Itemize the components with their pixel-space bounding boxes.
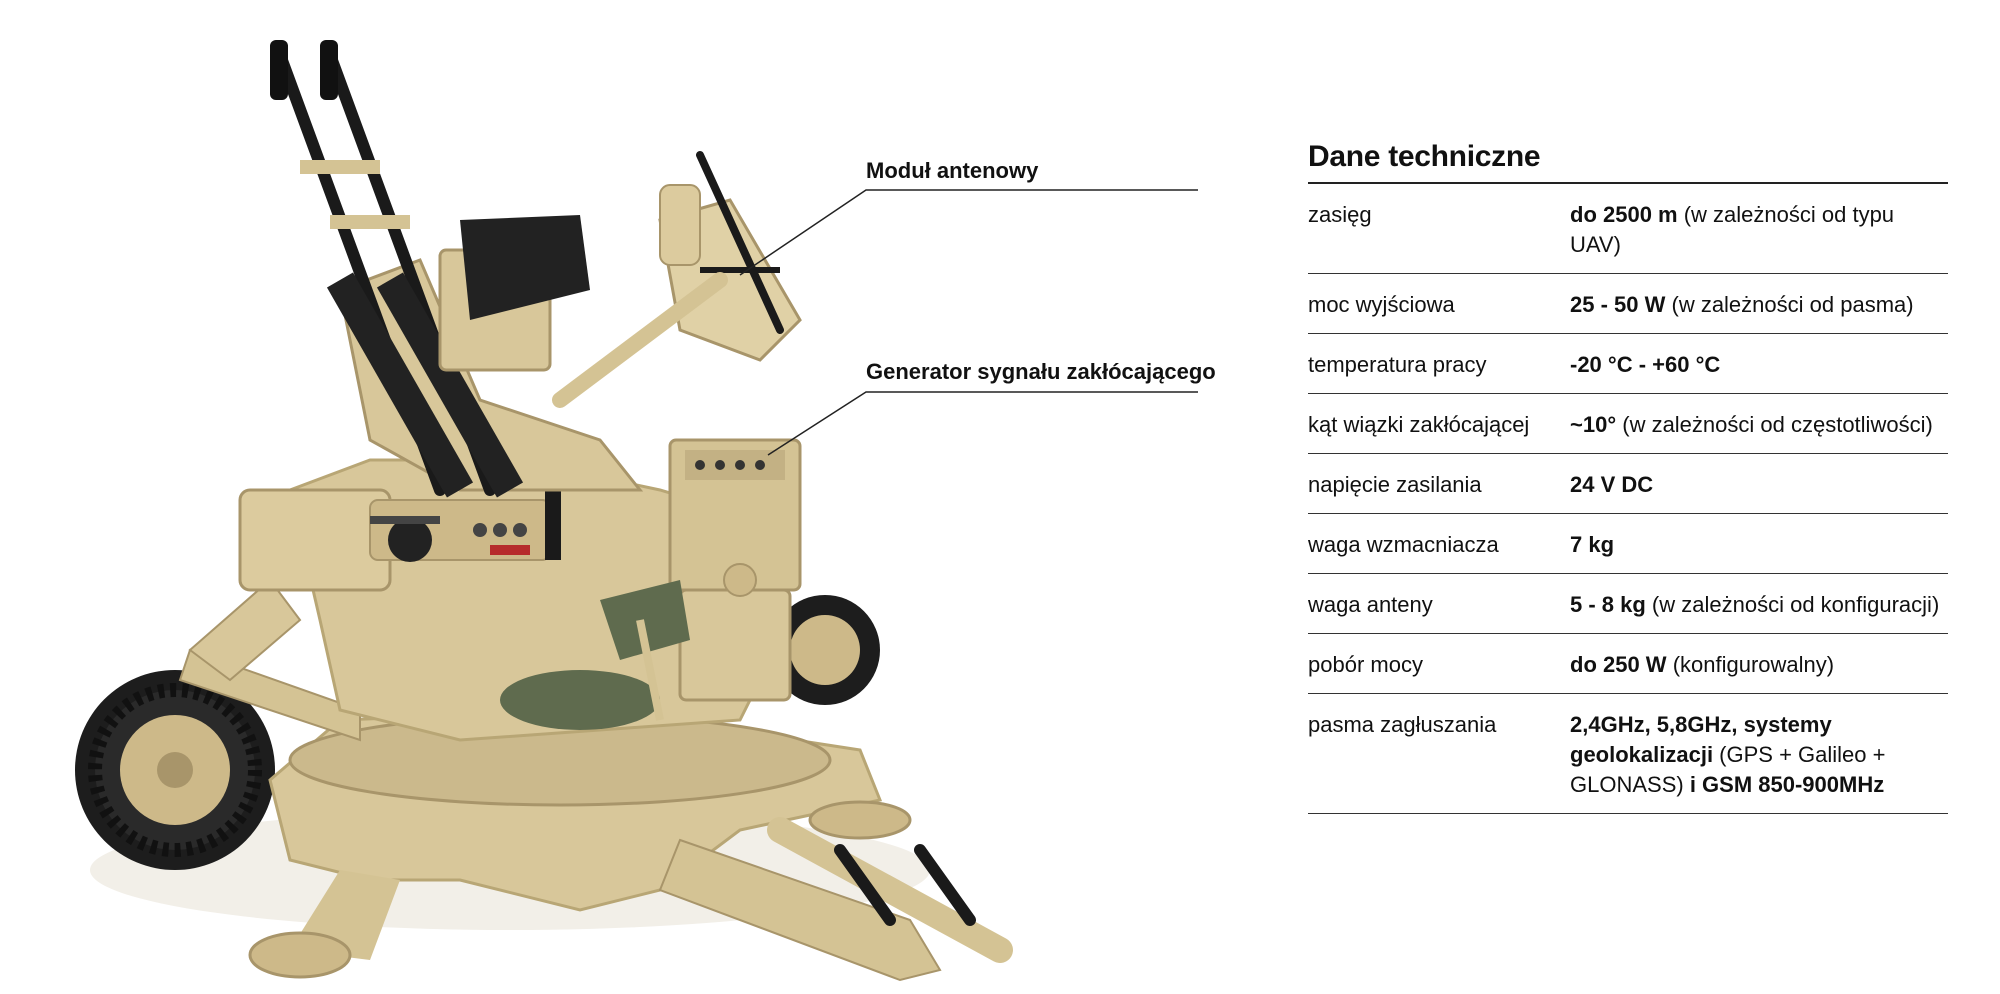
signal-generator xyxy=(668,438,802,702)
spec-value: -20 °C - +60 °C xyxy=(1570,333,1948,394)
table-row: moc wyjściowa 25 - 50 W (w zależności od… xyxy=(1308,273,1948,334)
spec-label: waga anteny xyxy=(1308,573,1570,634)
signal-generator-label: Generator sygnału zakłócającego xyxy=(866,359,1216,384)
table-row: pasma zagłuszania 2,4GHz, 5,8GHz, system… xyxy=(1308,693,1948,814)
spec-title: Dane techniczne xyxy=(1308,140,1541,173)
technical-data-panel: Dane techniczne zasięg do 2500 m (w zale… xyxy=(1308,140,1948,814)
spec-value: ~10° (w zależności od częstotliwości) xyxy=(1570,393,1948,454)
spec-label: temperatura pracy xyxy=(1308,333,1570,394)
sight-module xyxy=(438,215,590,372)
spec-value: do 250 W (konfigurowalny) xyxy=(1570,633,1948,694)
twin-barrels xyxy=(270,40,524,498)
spec-value: 25 - 50 W (w zależności od pasma) xyxy=(1570,273,1948,334)
table-row: temperatura pracy -20 °C - +60 °C xyxy=(1308,333,1948,394)
spec-label: zasięg xyxy=(1308,183,1570,274)
operator-seat xyxy=(500,580,690,730)
spec-label: moc wyjściowa xyxy=(1308,273,1570,334)
spec-label: pobór mocy xyxy=(1308,633,1570,694)
spec-value: 7 kg xyxy=(1570,513,1948,574)
table-row: pobór mocy do 250 W (konfigurowalny) xyxy=(1308,633,1948,694)
spec-label: kąt wiązki zakłócającej xyxy=(1308,393,1570,454)
table-row: zasięg do 2500 m (w zależności od typu U… xyxy=(1308,183,1948,274)
antenna-module-label: Moduł antenowy xyxy=(866,158,1039,183)
table-row: waga wzmacniacza 7 kg xyxy=(1308,513,1948,574)
table-row: waga anteny 5 - 8 kg (w zależności od ko… xyxy=(1308,573,1948,634)
spec-label: pasma zagłuszania xyxy=(1308,693,1570,814)
spec-label: waga wzmacniacza xyxy=(1308,513,1570,574)
base-platform xyxy=(178,578,1013,982)
left-wheel xyxy=(75,670,275,870)
spec-label: napięcie zasilania xyxy=(1308,453,1570,514)
table-row: napięcie zasilania 24 V DC xyxy=(1308,453,1948,514)
antenna-module xyxy=(552,151,802,408)
spec-value: 2,4GHz, 5,8GHz, systemy geolokalizacji (… xyxy=(1570,693,1948,814)
spec-value: 24 V DC xyxy=(1570,453,1948,514)
spec-value: do 2500 m (w zależności od typu UAV) xyxy=(1570,183,1948,274)
spec-value: 5 - 8 kg (w zależności od konfiguracji) xyxy=(1570,573,1948,634)
turret-body xyxy=(238,458,782,742)
table-row: kąt wiązki zakłócającej ~10° (w zależnoś… xyxy=(1308,393,1948,454)
weapon-system-illustration xyxy=(75,40,1013,982)
spec-table: zasięg do 2500 m (w zależności od typu U… xyxy=(1308,182,1948,814)
